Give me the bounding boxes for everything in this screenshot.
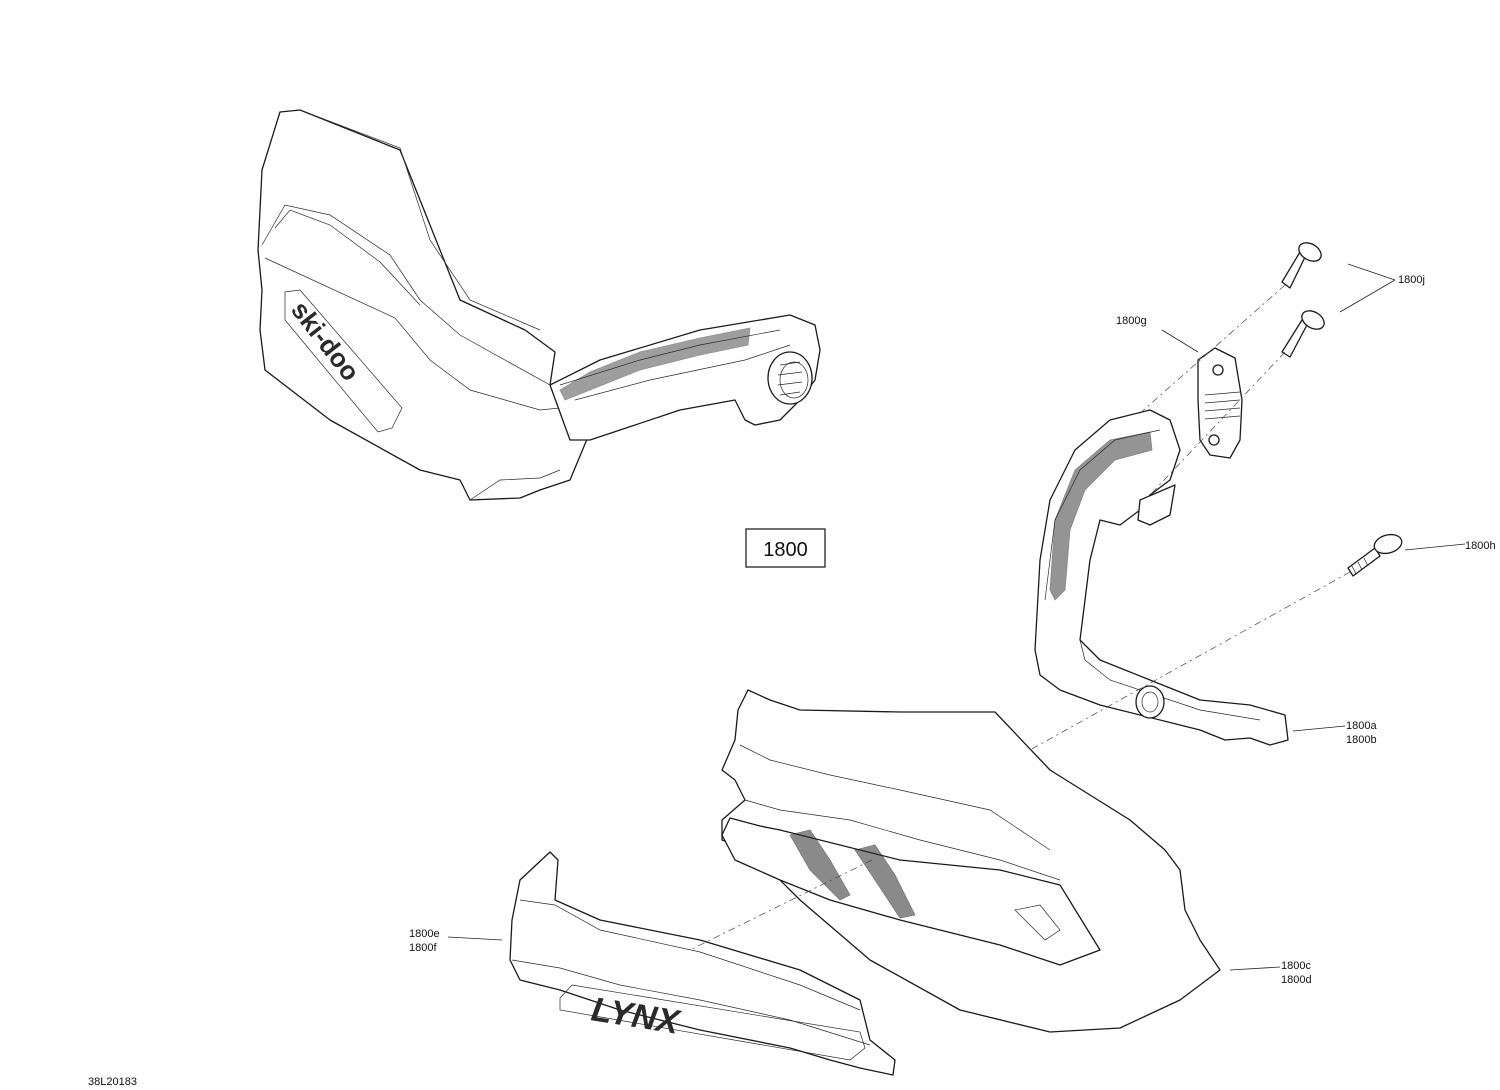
- callout-1800a: 1800a: [1346, 720, 1377, 732]
- assembly-number: 1800: [763, 539, 808, 561]
- leader-lines: [447, 263, 1466, 971]
- callout-1800g: 1800g: [1116, 315, 1147, 327]
- callout-1800c: 1800c: [1281, 960, 1311, 972]
- callout-1800e: 1800e: [409, 928, 440, 940]
- callout-labels: 1800j 1800g 1800h 1800a 1800b 1800c 1800…: [409, 274, 1496, 986]
- bolt-upper: [1281, 242, 1322, 289]
- callout-1800b: 1800b: [1346, 734, 1377, 746]
- handguard-skidoo-assembly: ski-doo: [257, 109, 821, 501]
- drawing-reference: 38L20183: [88, 1076, 137, 1088]
- bolt-lower: [1281, 310, 1325, 358]
- lynx-logo-plate: [559, 984, 866, 1061]
- callout-1800f: 1800f: [409, 942, 437, 954]
- handguard-bracket: [1034, 409, 1289, 746]
- clamp-part: [1197, 347, 1243, 459]
- assembly-number-box: 1800: [745, 528, 826, 568]
- callout-1800j: 1800j: [1398, 274, 1425, 286]
- screw-part: [1347, 533, 1403, 577]
- callout-1800d: 1800d: [1281, 974, 1312, 986]
- callout-1800h: 1800h: [1465, 540, 1496, 552]
- hand-guard-large: [721, 689, 1221, 1033]
- skidoo-logo-plate: [284, 289, 403, 433]
